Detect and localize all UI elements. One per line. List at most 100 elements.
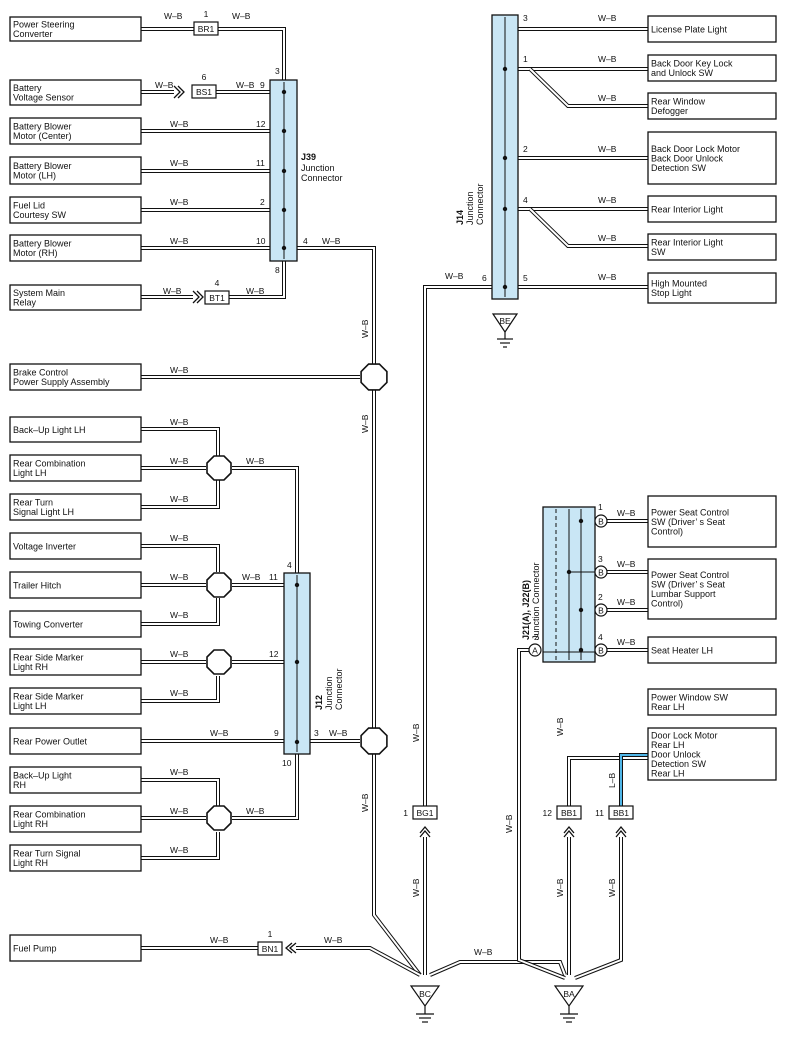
wire-label: W–B (617, 559, 636, 569)
splice-point (206, 455, 232, 481)
bb1-11-pin: 11 (595, 808, 604, 818)
component-label: Relay (13, 298, 37, 308)
component-label: Light LH (13, 701, 47, 711)
wire-core (529, 68, 648, 107)
wire-labels: W–B W–B W–B W–B W–B W–B W–B W–B W–B W–B … (155, 11, 636, 957)
component-rear-power-outlet: Rear Power Outlet (9, 727, 142, 755)
component-label: Rear Combination (13, 810, 86, 820)
j14-line1: Junction (465, 191, 475, 225)
component-label: High Mounted (651, 279, 707, 289)
wire-core (141, 598, 219, 625)
wire-label: W–B (170, 572, 189, 582)
wire-label: W–B (170, 197, 189, 207)
j21-line1: Junction Connector (531, 562, 541, 640)
j12-line2: Connector (334, 668, 344, 710)
pin-number: 2 (534, 632, 539, 642)
wire (141, 544, 220, 572)
component-box (9, 727, 142, 755)
component-box (9, 844, 142, 872)
j39-line1: Junction (301, 163, 335, 173)
wire-label: W–B (164, 11, 183, 21)
component-label: Detection SW (651, 163, 707, 173)
component-box (647, 495, 777, 548)
component-box (9, 284, 142, 311)
pin-number: 12 (269, 649, 279, 659)
wire-label: W–B (246, 456, 265, 466)
component-label: Rear Window (651, 97, 706, 107)
component-box (9, 687, 142, 715)
wire-label: W–B (598, 54, 617, 64)
ground-be-label: BE (499, 316, 511, 326)
component-box (9, 610, 142, 638)
wire-layer (141, 27, 648, 980)
pin-number: 10 (256, 236, 266, 246)
component-label: Battery Blower (13, 239, 72, 249)
component-label: Light RH (13, 819, 48, 829)
component-label: SW (651, 247, 666, 257)
wire-core (232, 467, 298, 573)
wire-core (373, 754, 421, 976)
wire-label: W–B (598, 93, 617, 103)
wire-label: W–B (170, 533, 189, 543)
wire-core (229, 261, 285, 298)
component-label: Motor (Center) (13, 131, 72, 141)
pin-number: 2 (598, 592, 603, 602)
wire-label: W–B (170, 845, 189, 855)
wire (574, 837, 623, 980)
wire-core (232, 754, 298, 819)
wire-core (141, 480, 219, 508)
component-box (9, 79, 142, 106)
component-label: Converter (13, 29, 53, 39)
component-box (9, 117, 142, 145)
wire-label: W–B (504, 814, 514, 833)
pin-number: 2 (523, 144, 528, 154)
wire-label: W–B (474, 947, 493, 957)
component-label: Rear LH (651, 768, 685, 778)
bs1-label: BS1 (196, 87, 212, 97)
br1-pin: 1 (204, 9, 209, 19)
wire-label: W–B (360, 414, 370, 433)
bt1-label: BT1 (209, 293, 225, 303)
wire-label: W–B (598, 233, 617, 243)
component-label: System Main (13, 288, 65, 298)
pin-number: 11 (256, 158, 265, 168)
component-label: Battery (13, 83, 42, 93)
component-label: Back Door Unlock (651, 153, 724, 163)
connector-bb1-12: BB1 12 (543, 805, 582, 838)
pin-b-3: B (598, 568, 604, 578)
wire-label: W–B (246, 286, 265, 296)
wire (141, 427, 220, 458)
wire-label: W–B (555, 717, 565, 736)
wire-label: W–B (210, 728, 229, 738)
component-box (647, 636, 777, 664)
wire-label: W–B (598, 272, 617, 282)
component-box (647, 54, 777, 82)
pin-number: 1 (523, 54, 528, 64)
bn1-pin: 1 (268, 929, 273, 939)
component-label: Towing Converter (13, 619, 83, 629)
component-label: Power Supply Assembly (13, 377, 110, 387)
component-box (647, 558, 777, 620)
component-label: Power Seat Control (651, 507, 729, 517)
j21-id: J21(A), J22(B) (521, 580, 531, 640)
wire-label: W–B (170, 365, 189, 375)
component-label: Back–Up Light LH (13, 425, 86, 435)
component-label: Door Unlock (651, 749, 701, 759)
wire-label: W–B (617, 597, 636, 607)
component-box (9, 416, 142, 443)
wire-core (218, 28, 285, 80)
wire-label: W–B (170, 610, 189, 620)
component-license-plate: License Plate Light (647, 15, 777, 43)
wire-core (141, 832, 219, 859)
br1-label: BR1 (198, 24, 215, 34)
